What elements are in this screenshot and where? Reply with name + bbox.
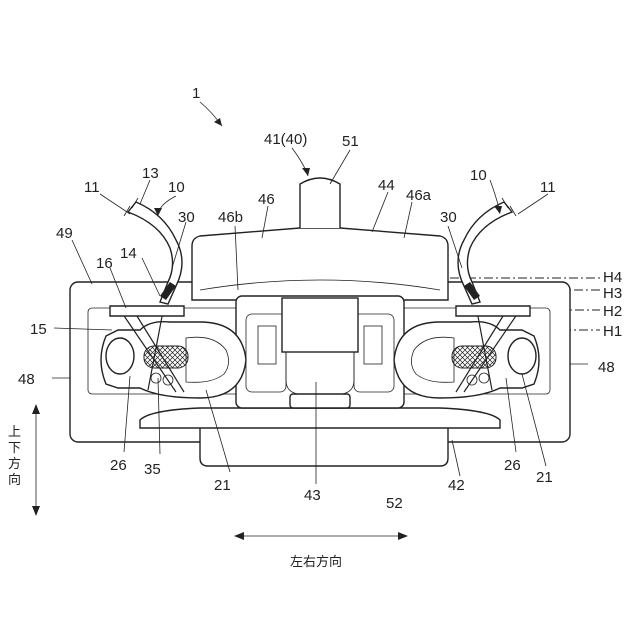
label-26-right: 26	[504, 457, 521, 474]
label-48-left: 48	[18, 371, 35, 388]
label-46b: 46b	[218, 209, 243, 226]
label-15: 15	[30, 321, 47, 338]
height-level-labels: H4 H3 H2 H1	[603, 269, 622, 340]
label-30-left: 30	[178, 209, 195, 226]
label-1: 1	[192, 85, 200, 102]
label-51: 51	[342, 133, 359, 150]
label-30-right: 30	[440, 209, 457, 226]
label-h1: H1	[603, 323, 622, 340]
horizontal-direction-label: 左右方向	[290, 554, 342, 570]
label-46a: 46a	[406, 187, 432, 204]
label-43: 43	[304, 487, 321, 504]
label-14: 14	[120, 245, 137, 262]
vertical-direction-label: 上下方向	[8, 425, 21, 488]
label-21-right: 21	[536, 469, 553, 486]
label-41-40: 41(40)	[264, 131, 307, 148]
label-10-left: 10	[168, 179, 185, 196]
label-21-mid: 21	[214, 477, 231, 494]
label-46: 46	[258, 191, 275, 208]
label-h3: H3	[603, 285, 622, 302]
label-10-right: 10	[470, 167, 487, 184]
label-35: 35	[144, 461, 161, 478]
label-h2: H2	[603, 303, 622, 320]
label-49: 49	[56, 225, 73, 242]
label-42: 42	[448, 477, 465, 494]
label-52: 52	[386, 495, 403, 512]
label-11-right: 11	[540, 179, 556, 196]
label-44: 44	[378, 177, 395, 194]
label-48-right: 48	[598, 359, 615, 376]
label-h4: H4	[603, 269, 622, 286]
center-block-43	[236, 296, 404, 408]
label-13: 13	[142, 165, 159, 182]
label-16: 16	[96, 255, 113, 272]
label-26-left: 26	[110, 457, 127, 474]
label-11-left: 11	[84, 179, 100, 196]
